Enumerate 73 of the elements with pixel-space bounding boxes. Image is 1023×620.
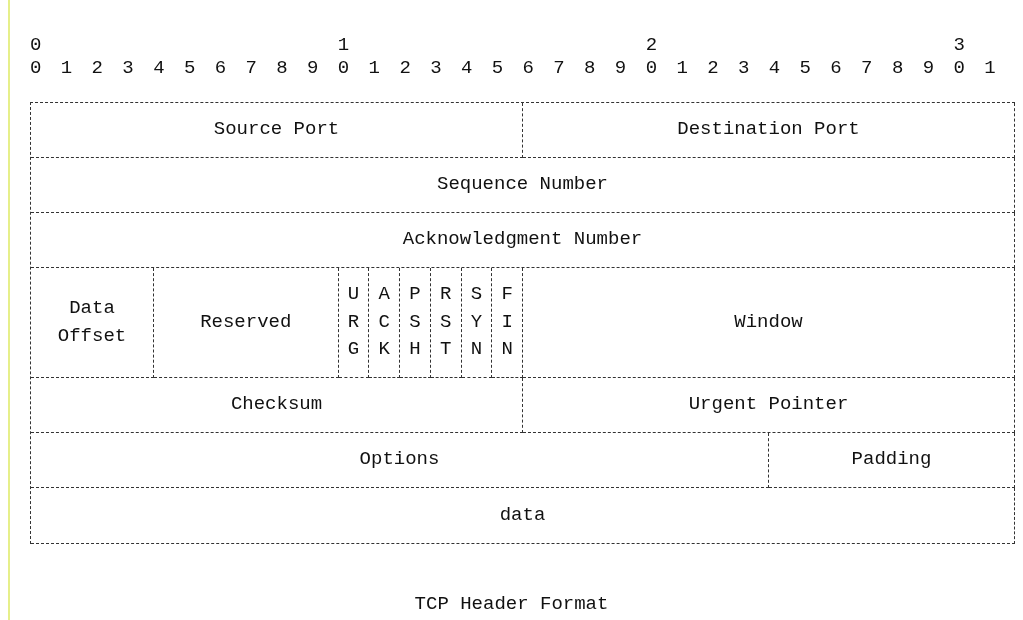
flag-cell [400,268,431,378]
bit-number: 5 [799,56,811,80]
bit-number: 3 [122,56,134,80]
flag-cell [461,268,493,378]
bit-number: 4 [460,56,473,80]
field-cell [31,433,769,488]
bit-number: 3 [737,56,750,80]
field-cell [523,103,1015,158]
field-cell [769,433,1015,488]
bit-number: 2 [399,56,411,80]
flag-label: PSH [409,282,421,363]
bit-number: 4 [768,56,781,80]
flag-cell [492,268,523,378]
flag-label: RST [439,282,452,363]
flag-label: URG [347,282,360,363]
bit-number: 5 [491,56,504,80]
bit-number: 1 [676,56,688,80]
flag-cell [369,268,400,378]
field-label: Urgent Pointer [687,392,850,418]
bit-number: 2 [91,56,103,80]
flag-label: ACK [378,282,390,363]
field-label: Data Offset [56,295,128,349]
bit-number: 3 [430,56,442,80]
bit-number: 0 [337,56,350,80]
field-label: Acknowledgment Number [401,227,644,253]
bit-number: 8 [584,56,596,80]
flag-cell [338,268,370,378]
bit-number: 0 [953,56,965,80]
bit-number: 2 [645,34,658,56]
bit-number: 8 [276,56,288,80]
bit-number: 8 [891,56,904,80]
field-label: Checksum [229,392,324,418]
field-label: Options [358,447,441,473]
bit-number: 6 [522,56,534,80]
field-cell [31,378,523,433]
field-label: Source Port [212,117,341,143]
field-cell [31,158,1015,213]
bit-number: 9 [922,56,935,80]
field-cell [31,488,1015,544]
caption: TCP Header Format [414,592,609,617]
bit-number: 1 [60,56,73,80]
field-label: Padding [850,447,933,473]
flag-cell [430,268,462,378]
bit-number: 1 [337,34,350,56]
field-cell [523,268,1015,378]
bit-number: 0 [30,56,42,80]
bit-number: 6 [830,56,842,80]
field-cell [31,268,154,378]
bit-number: 7 [553,56,565,80]
bit-number: 3 [953,34,965,56]
flag-label: SYN [470,282,483,363]
bit-number: 0 [645,56,658,80]
bit-number: 7 [245,56,257,80]
field-label: Reserved [199,309,293,335]
field-cell [31,103,523,158]
field-cell [31,213,1015,268]
bit-number: 6 [214,56,227,80]
bit-number: 9 [307,56,319,80]
bit-number: 1 [368,56,380,80]
flag-label: FIN [501,282,513,363]
bit-number: 5 [183,56,196,80]
bit-number: 2 [707,56,719,80]
bit-number: 9 [614,56,627,80]
field-cell [154,268,339,378]
field-label: data [498,502,547,528]
bit-number: 1 [984,56,996,80]
bit-number: 7 [861,56,873,80]
field-label: Sequence Number [436,172,609,198]
field-label: Destination Port [676,117,861,143]
field-label: Window [733,309,804,335]
bit-number: 4 [153,56,165,80]
field-cell [523,378,1015,433]
bit-number: 0 [30,34,42,56]
